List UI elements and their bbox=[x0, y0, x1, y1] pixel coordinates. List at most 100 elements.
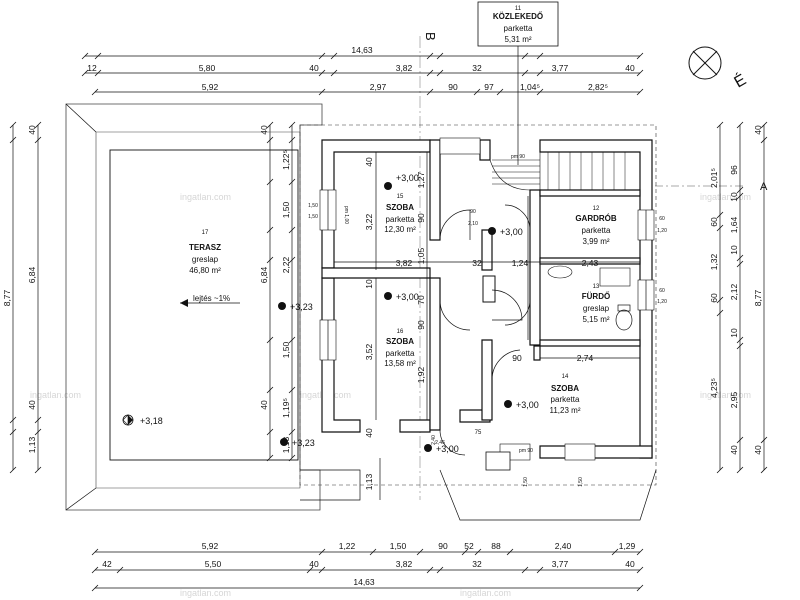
dimension-tick bbox=[416, 548, 424, 556]
level-marker-icon bbox=[122, 414, 134, 426]
opening-notes: 1,50 1,50 pm 1,00 90 2,10 pm 90 60 1,20 … bbox=[308, 154, 667, 487]
level-label: +3,18 bbox=[140, 416, 163, 426]
header-room-name: KÖZLEKEDŐ bbox=[493, 12, 543, 21]
dim-label: 1,04⁵ bbox=[520, 82, 540, 92]
dimension-tick bbox=[91, 584, 99, 592]
dimension-tick bbox=[436, 52, 444, 60]
opening-note: pm 90 bbox=[519, 448, 533, 454]
room-number: 13 bbox=[593, 284, 600, 290]
dim-label: 96 bbox=[729, 165, 739, 175]
dim-label: 1,19⁵ bbox=[281, 398, 291, 418]
dim-label: 5,92 bbox=[202, 82, 219, 92]
dim-label: 1,64 bbox=[729, 216, 739, 233]
header-room-number: 11 bbox=[515, 6, 522, 12]
dimension-tick bbox=[736, 254, 744, 262]
dimension-tick bbox=[736, 436, 744, 444]
room-floor: parketta bbox=[386, 215, 415, 224]
dimension-tick bbox=[266, 226, 274, 234]
room-number: 15 bbox=[397, 194, 404, 200]
watermark: ingatlan.com bbox=[460, 588, 511, 598]
header-room-floor: parketta bbox=[504, 24, 533, 33]
dimension-tick bbox=[436, 69, 444, 77]
dim-label: 3,77 bbox=[552, 63, 569, 73]
dim-label: 1,29 bbox=[619, 541, 636, 551]
dim-label: 3,22 bbox=[364, 213, 374, 230]
dim-label: 8,77 bbox=[2, 289, 12, 306]
dimension-tick bbox=[736, 466, 744, 474]
dimension-tick bbox=[9, 466, 17, 474]
dim-label: 1,50 bbox=[281, 341, 291, 358]
dim-label: 90 bbox=[416, 213, 426, 223]
dim-label: 4,23⁵ bbox=[709, 378, 719, 398]
opening-note: 90 bbox=[470, 209, 476, 215]
dim-label: 1,50 bbox=[281, 201, 291, 218]
dim-label: 42 bbox=[102, 559, 112, 569]
room-labels: 15 SZOBA parketta 12,30 m² 12 GARDRÓB pa… bbox=[384, 194, 617, 415]
windows bbox=[319, 137, 655, 471]
dimension-tick bbox=[94, 52, 102, 60]
dim-label: 88 bbox=[491, 541, 501, 551]
dim-label: 1,27 bbox=[416, 171, 426, 188]
dimension-tick bbox=[636, 584, 644, 592]
dimension-tick bbox=[288, 178, 296, 186]
bathroom-fixtures bbox=[547, 265, 633, 331]
dim-label: 10 bbox=[729, 192, 739, 202]
dimension-tick bbox=[91, 566, 99, 574]
dimension-tick bbox=[34, 466, 42, 474]
dimension-tick bbox=[474, 548, 482, 556]
dim-label: 40 bbox=[259, 400, 269, 410]
staircase bbox=[489, 151, 641, 191]
level-marker-icon bbox=[424, 444, 432, 452]
room-name: SZOBA bbox=[386, 337, 414, 346]
dimension-tick bbox=[426, 69, 434, 77]
dimension-tick bbox=[760, 136, 768, 144]
dimension-tick bbox=[330, 69, 338, 77]
dim-label: 40 bbox=[309, 559, 319, 569]
dimension-tick bbox=[266, 336, 274, 344]
dimension-tick bbox=[91, 548, 99, 556]
room-name: GARDRÓB bbox=[575, 214, 617, 223]
opening-note: 1,50 bbox=[308, 203, 318, 209]
room-floor: parketta bbox=[386, 349, 415, 358]
top-total-dim: 14,63 bbox=[351, 45, 373, 55]
level-marker-icon bbox=[278, 302, 286, 310]
room-floor: greslap bbox=[192, 255, 219, 264]
dim-label: 3,82 bbox=[396, 63, 413, 73]
watermark: ingatlan.com bbox=[180, 192, 231, 202]
terrace: 17 TERASZ greslap 46,80 m² lejtés ~1% +3… bbox=[65, 103, 323, 511]
level-label: +3,00 bbox=[396, 292, 419, 302]
dim-label: 52 bbox=[464, 541, 474, 551]
room-15: 15 SZOBA parketta 12,30 m² bbox=[384, 194, 416, 234]
dimension-tick bbox=[636, 88, 644, 96]
room-number: 12 bbox=[593, 206, 600, 212]
dimension-tick bbox=[736, 336, 744, 344]
room-floor: greslap bbox=[583, 304, 610, 313]
dim-label: 90 bbox=[448, 82, 458, 92]
opening-note: 1,50 bbox=[578, 477, 584, 487]
dim-label: 40 bbox=[309, 63, 319, 73]
dim-label: 3,52 bbox=[364, 343, 374, 360]
level-marker-icon bbox=[504, 400, 512, 408]
dimension-tick bbox=[736, 186, 744, 194]
compass-north-label: É bbox=[731, 70, 750, 92]
dim-label: 1,22 bbox=[339, 541, 356, 551]
watermark: ingatlan.com bbox=[30, 390, 81, 400]
dim-label: 75 bbox=[475, 430, 482, 436]
dimension-tick bbox=[318, 548, 326, 556]
opening-note: 1,20 bbox=[657, 228, 667, 234]
dimension-tick bbox=[318, 566, 326, 574]
dimension-tick bbox=[34, 121, 42, 129]
dimension-tick bbox=[9, 121, 17, 129]
dimension-tick bbox=[636, 69, 644, 77]
section-b-label: B bbox=[423, 32, 438, 41]
dim-label: 1,22⁵ bbox=[281, 150, 291, 170]
room-name: SZOBA bbox=[551, 384, 579, 393]
dim-label: 2,82⁵ bbox=[588, 82, 608, 92]
room-floor: parketta bbox=[551, 395, 580, 404]
dimension-tick bbox=[266, 428, 274, 436]
dimension-tick bbox=[760, 436, 768, 444]
dim-label: 32 bbox=[472, 559, 482, 569]
dim-label: 8,77 bbox=[753, 289, 763, 306]
dimension-tick bbox=[81, 52, 89, 60]
dimension-tick bbox=[288, 428, 296, 436]
